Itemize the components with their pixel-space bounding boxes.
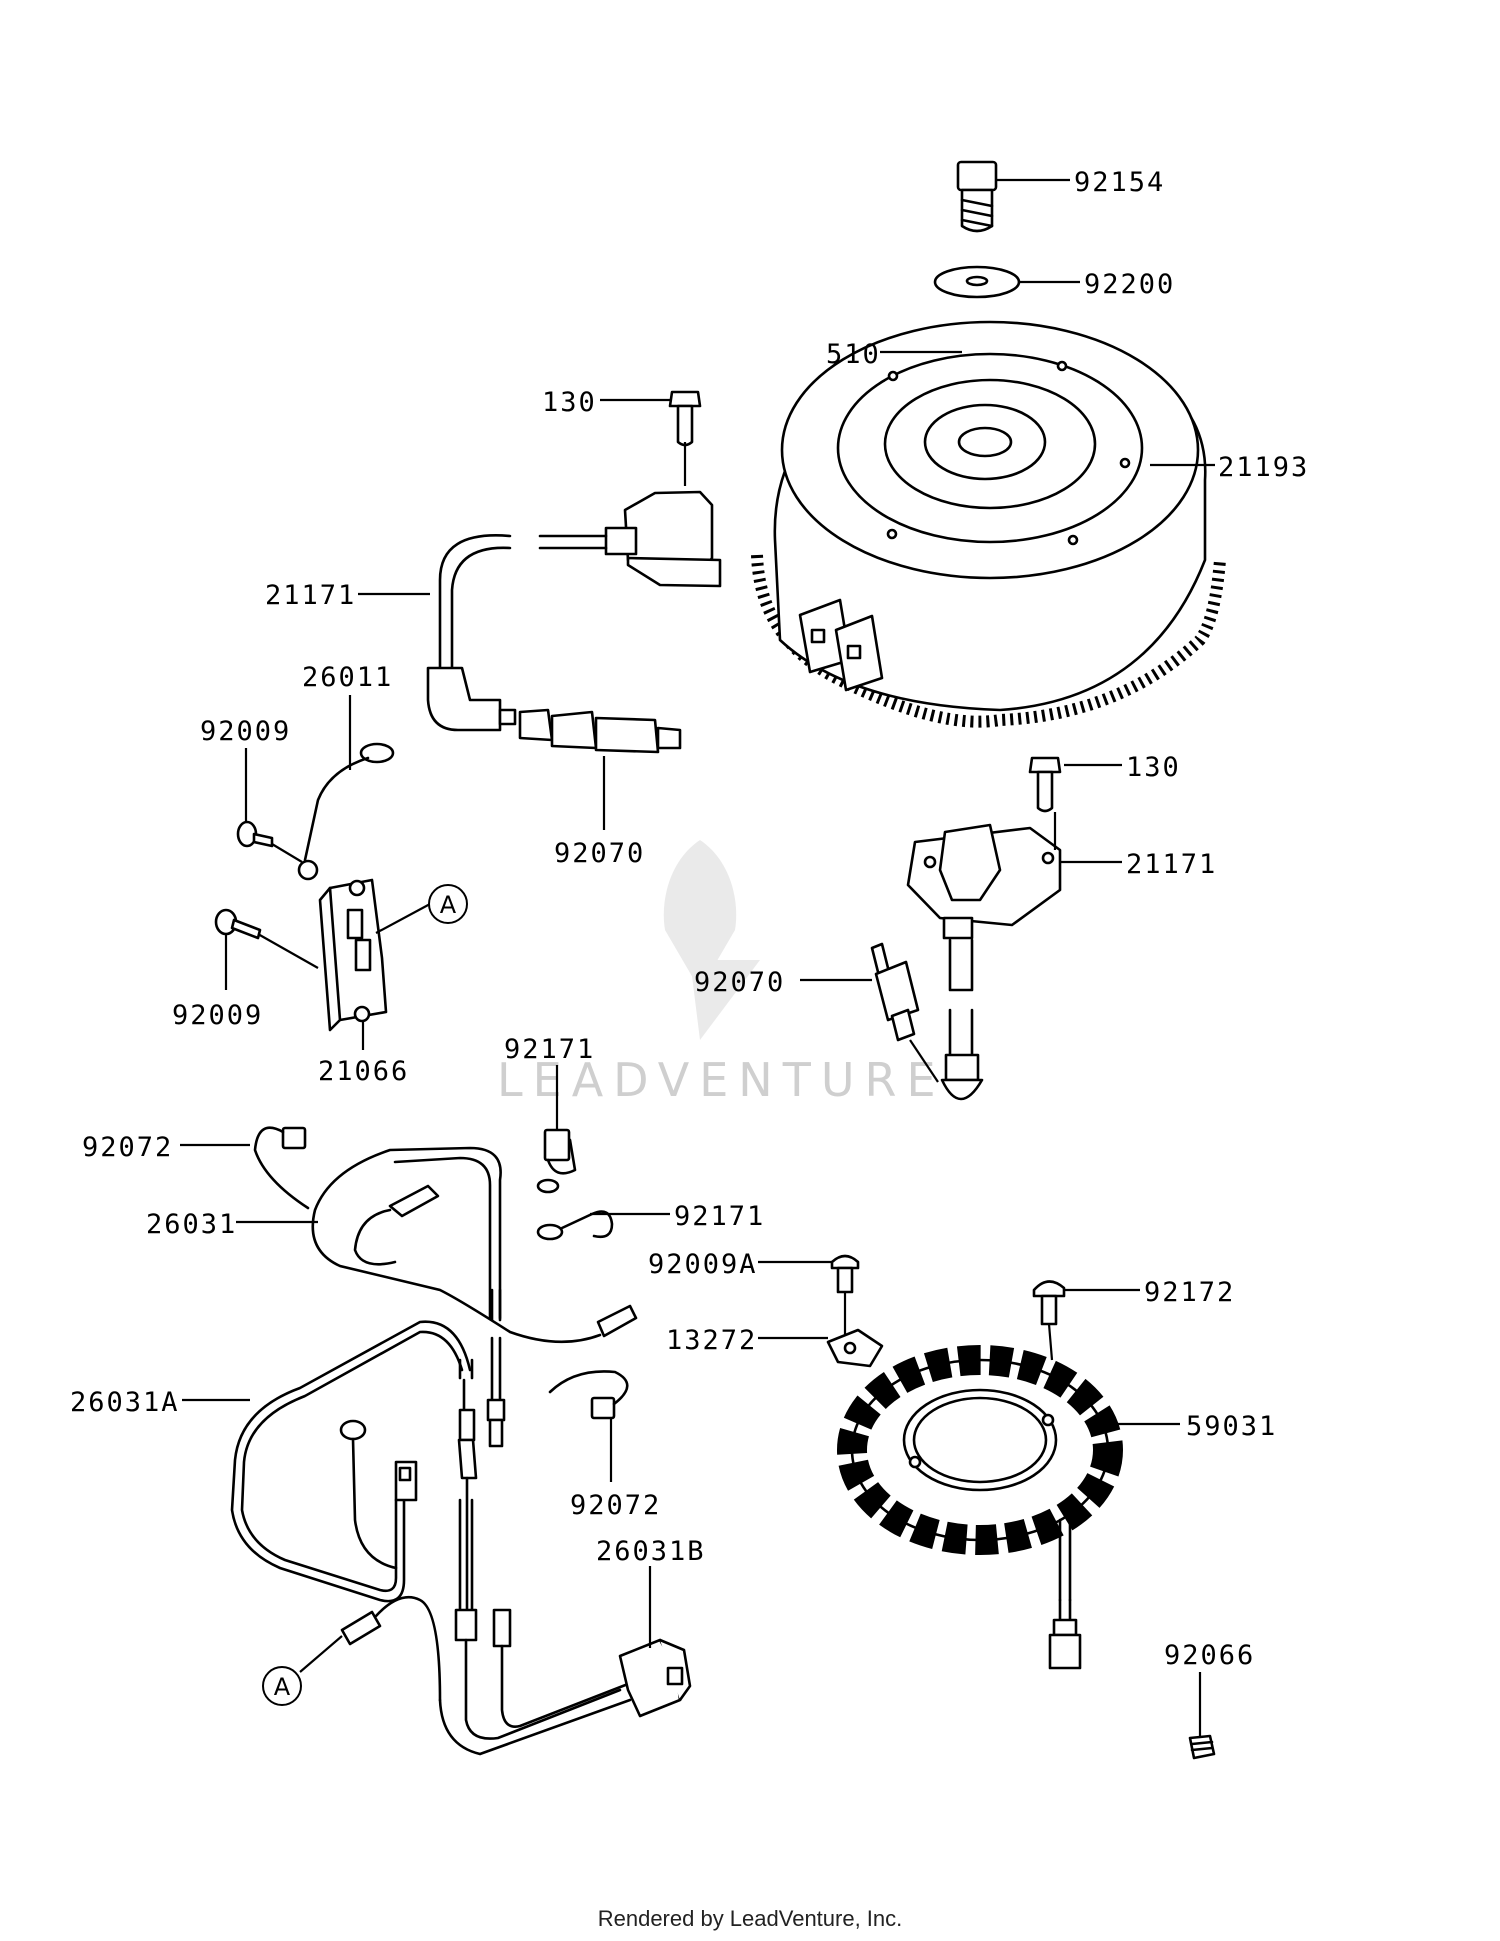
stator-59031 [837, 1345, 1123, 1670]
screw-92009-upper [236, 820, 303, 863]
label-26011: 26011 [302, 662, 393, 693]
bolt-130-lower [1028, 756, 1062, 813]
leader-lines [180, 178, 1215, 1736]
callout-a-upper: A [428, 884, 468, 924]
plate-13272 [826, 1328, 884, 1368]
harness-26031A [230, 1320, 474, 1603]
label-130-upper: 130 [542, 387, 597, 418]
label-92171-upper: 92171 [504, 1034, 595, 1065]
screw-92009A [830, 1254, 860, 1338]
label-92072-upper: 92072 [82, 1132, 173, 1163]
label-92009-upper: 92009 [200, 716, 291, 747]
label-21171-lower: 21171 [1126, 849, 1217, 880]
label-26031B: 26031B [596, 1536, 706, 1567]
bolt-92154 [956, 160, 998, 233]
label-92072-lower: 92072 [570, 1490, 661, 1521]
callout-a-lower: A [262, 1666, 302, 1706]
svg-text:A: A [440, 891, 457, 919]
wire-tie-92072-lower [548, 1370, 629, 1420]
harness-26031 [311, 1146, 638, 1448]
label-59031: 59031 [1186, 1411, 1277, 1442]
label-92009-lower: 92009 [172, 1000, 263, 1031]
label-26031A: 26031A [70, 1387, 180, 1418]
label-92070-lower: 92070 [694, 967, 785, 998]
plug-cap [426, 666, 517, 732]
label-21066: 21066 [318, 1056, 409, 1087]
harness-26031B [340, 1378, 692, 1756]
footer-credit: Rendered by LeadVenture, Inc. [597, 1906, 903, 1931]
label-92172: 92172 [1144, 1277, 1235, 1308]
label-510: 510 [826, 339, 881, 370]
label-92154: 92154 [1074, 167, 1165, 198]
bolt-130-upper [668, 390, 702, 486]
spark-plug-92070-lower [870, 942, 939, 1083]
clamp-92171-upper [536, 1128, 577, 1194]
label-130-lower: 130 [1126, 752, 1181, 783]
label-26031: 26031 [146, 1209, 237, 1240]
rectifier-21066 [318, 878, 388, 1032]
label-92070-upper: 92070 [554, 838, 645, 869]
flywheel-21193 [751, 320, 1226, 728]
label-13272: 13272 [666, 1325, 757, 1356]
wire-tie-92072-upper [253, 1126, 310, 1210]
ignition-coil-21171-upper [438, 490, 722, 670]
label-92200: 92200 [1084, 269, 1175, 300]
label-92009A: 92009A [648, 1249, 758, 1280]
watermark-text: LEADVENTURE [497, 1053, 946, 1107]
screw-92172 [1032, 1280, 1066, 1361]
washer-92200 [933, 265, 1021, 299]
label-92171-lower: 92171 [674, 1201, 765, 1232]
clamp-92171-lower [536, 1210, 614, 1241]
label-21171-upper: 21171 [265, 580, 356, 611]
screw-92009-lower [214, 908, 319, 969]
watermark-logo [663, 840, 760, 1040]
ignition-coil-21171-lower [906, 823, 1062, 1101]
ground-wire-26011 [297, 742, 395, 881]
spark-plug-92070-upper [518, 708, 682, 754]
nut-92066 [1188, 1734, 1216, 1760]
label-92066: 92066 [1164, 1640, 1255, 1671]
label-21193: 21193 [1218, 452, 1309, 483]
svg-text:A: A [274, 1673, 291, 1701]
